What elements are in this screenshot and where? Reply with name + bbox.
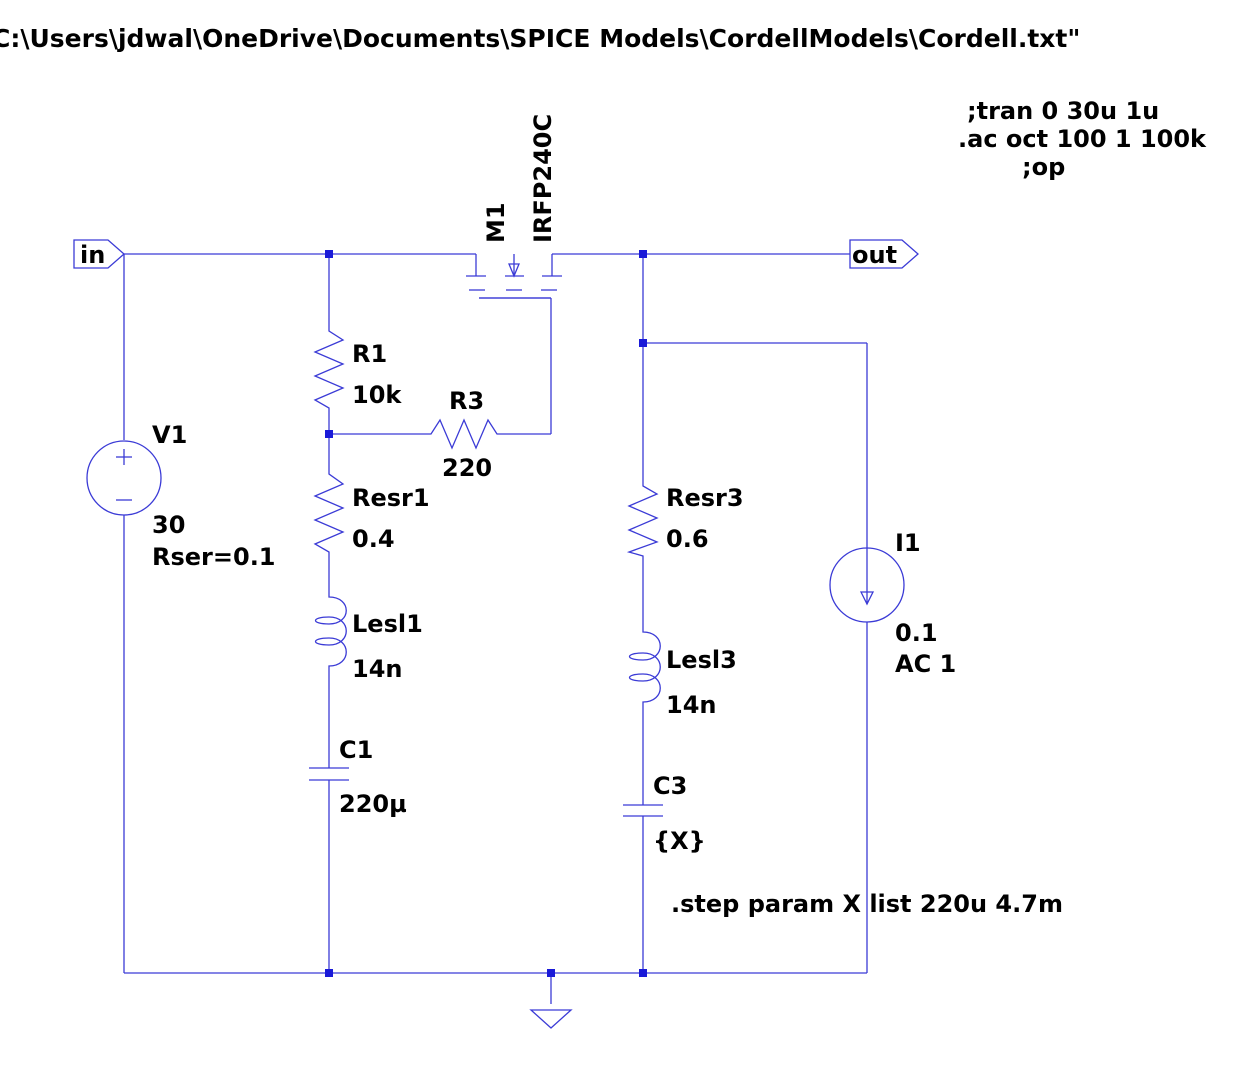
r3-value: 220 [442,454,492,482]
resistor-resr3[interactable]: Resr3 0.6 [626,480,744,560]
junction-node [639,250,647,258]
junction-node [639,969,647,977]
lesl3-coil [628,626,661,722]
resistor-resr1[interactable]: Resr1 0.4 [313,462,430,560]
resistor-r3[interactable]: R3 220 [423,387,505,482]
lesl3-value: 14n [666,691,716,719]
r1-value: 10k [352,381,402,409]
resr3-zigzag [626,480,659,560]
junction-node [639,339,647,347]
r3-zigzag [423,418,505,450]
v1-circle [86,440,162,516]
ground-triangle [529,1009,573,1029]
r3-name: R3 [449,387,484,415]
capacitor-c3[interactable]: C3 {X} [623,772,706,855]
inductor-lesl3[interactable]: Lesl3 14n [628,626,737,722]
port-out-flag-shape [849,239,919,269]
v1-param: Rser=0.1 [152,543,276,571]
capacitor-c1[interactable]: C1 220µ [309,736,407,818]
step-directive[interactable]: .step param X list 220u 4.7m [671,890,1063,918]
lesl1-name: Lesl1 [352,610,423,638]
resr3-name: Resr3 [666,484,744,512]
resistor-r1[interactable]: R1 10k [313,318,402,416]
junction-nodes [325,250,647,977]
ac-directive[interactable]: .ac oct 100 1 100k [958,125,1207,153]
op-directive[interactable]: ;op [1022,153,1065,181]
v1-name: V1 [152,421,187,449]
junction-node [325,250,333,258]
current-source-i1[interactable]: I1 0.1 AC 1 [829,529,956,678]
inductor-lesl1[interactable]: Lesl1 14n [314,592,423,689]
include-path-directive[interactable]: C:\Users\jdwal\OneDrive\Documents\SPICE … [0,24,1080,53]
mosfet-m1[interactable]: M1 IRFP240C [466,114,562,299]
i1-name: I1 [895,529,921,557]
voltage-source-v1[interactable]: V1 30 Rser=0.1 [86,421,276,571]
c3-value: {X} [653,827,706,855]
resr3-value: 0.6 [666,525,709,553]
c3-name: C3 [653,772,687,800]
v1-value: 30 [152,511,185,539]
tran-directive[interactable]: ;tran 0 30u 1u [967,97,1159,125]
lesl3-name: Lesl3 [666,646,737,674]
m1-name: M1 [482,202,510,243]
port-in-label: in [80,241,105,269]
port-in-flag-shape [73,239,125,269]
r1-name: R1 [352,340,387,368]
port-out[interactable]: out [849,239,919,269]
resr1-name: Resr1 [352,484,430,512]
resr1-value: 0.4 [352,525,395,553]
i1-value: 0.1 [895,619,938,647]
r1-zigzag [313,318,345,416]
port-out-label: out [852,241,897,269]
junction-node [547,969,555,977]
i1-circle [829,547,905,623]
i1-arrow-head [859,591,875,606]
lesl1-coil [314,592,347,689]
m1-model: IRFP240C [529,114,557,243]
lesl1-value: 14n [352,655,402,683]
i1-ac: AC 1 [895,650,956,678]
junction-node [325,969,333,977]
port-in[interactable]: in [73,239,125,269]
c1-value: 220µ [339,790,407,818]
c1-name: C1 [339,736,373,764]
resr1-zigzag [313,462,345,560]
m1-arrow [508,263,520,278]
junction-node [325,430,333,438]
ground-symbol[interactable] [529,1009,573,1029]
